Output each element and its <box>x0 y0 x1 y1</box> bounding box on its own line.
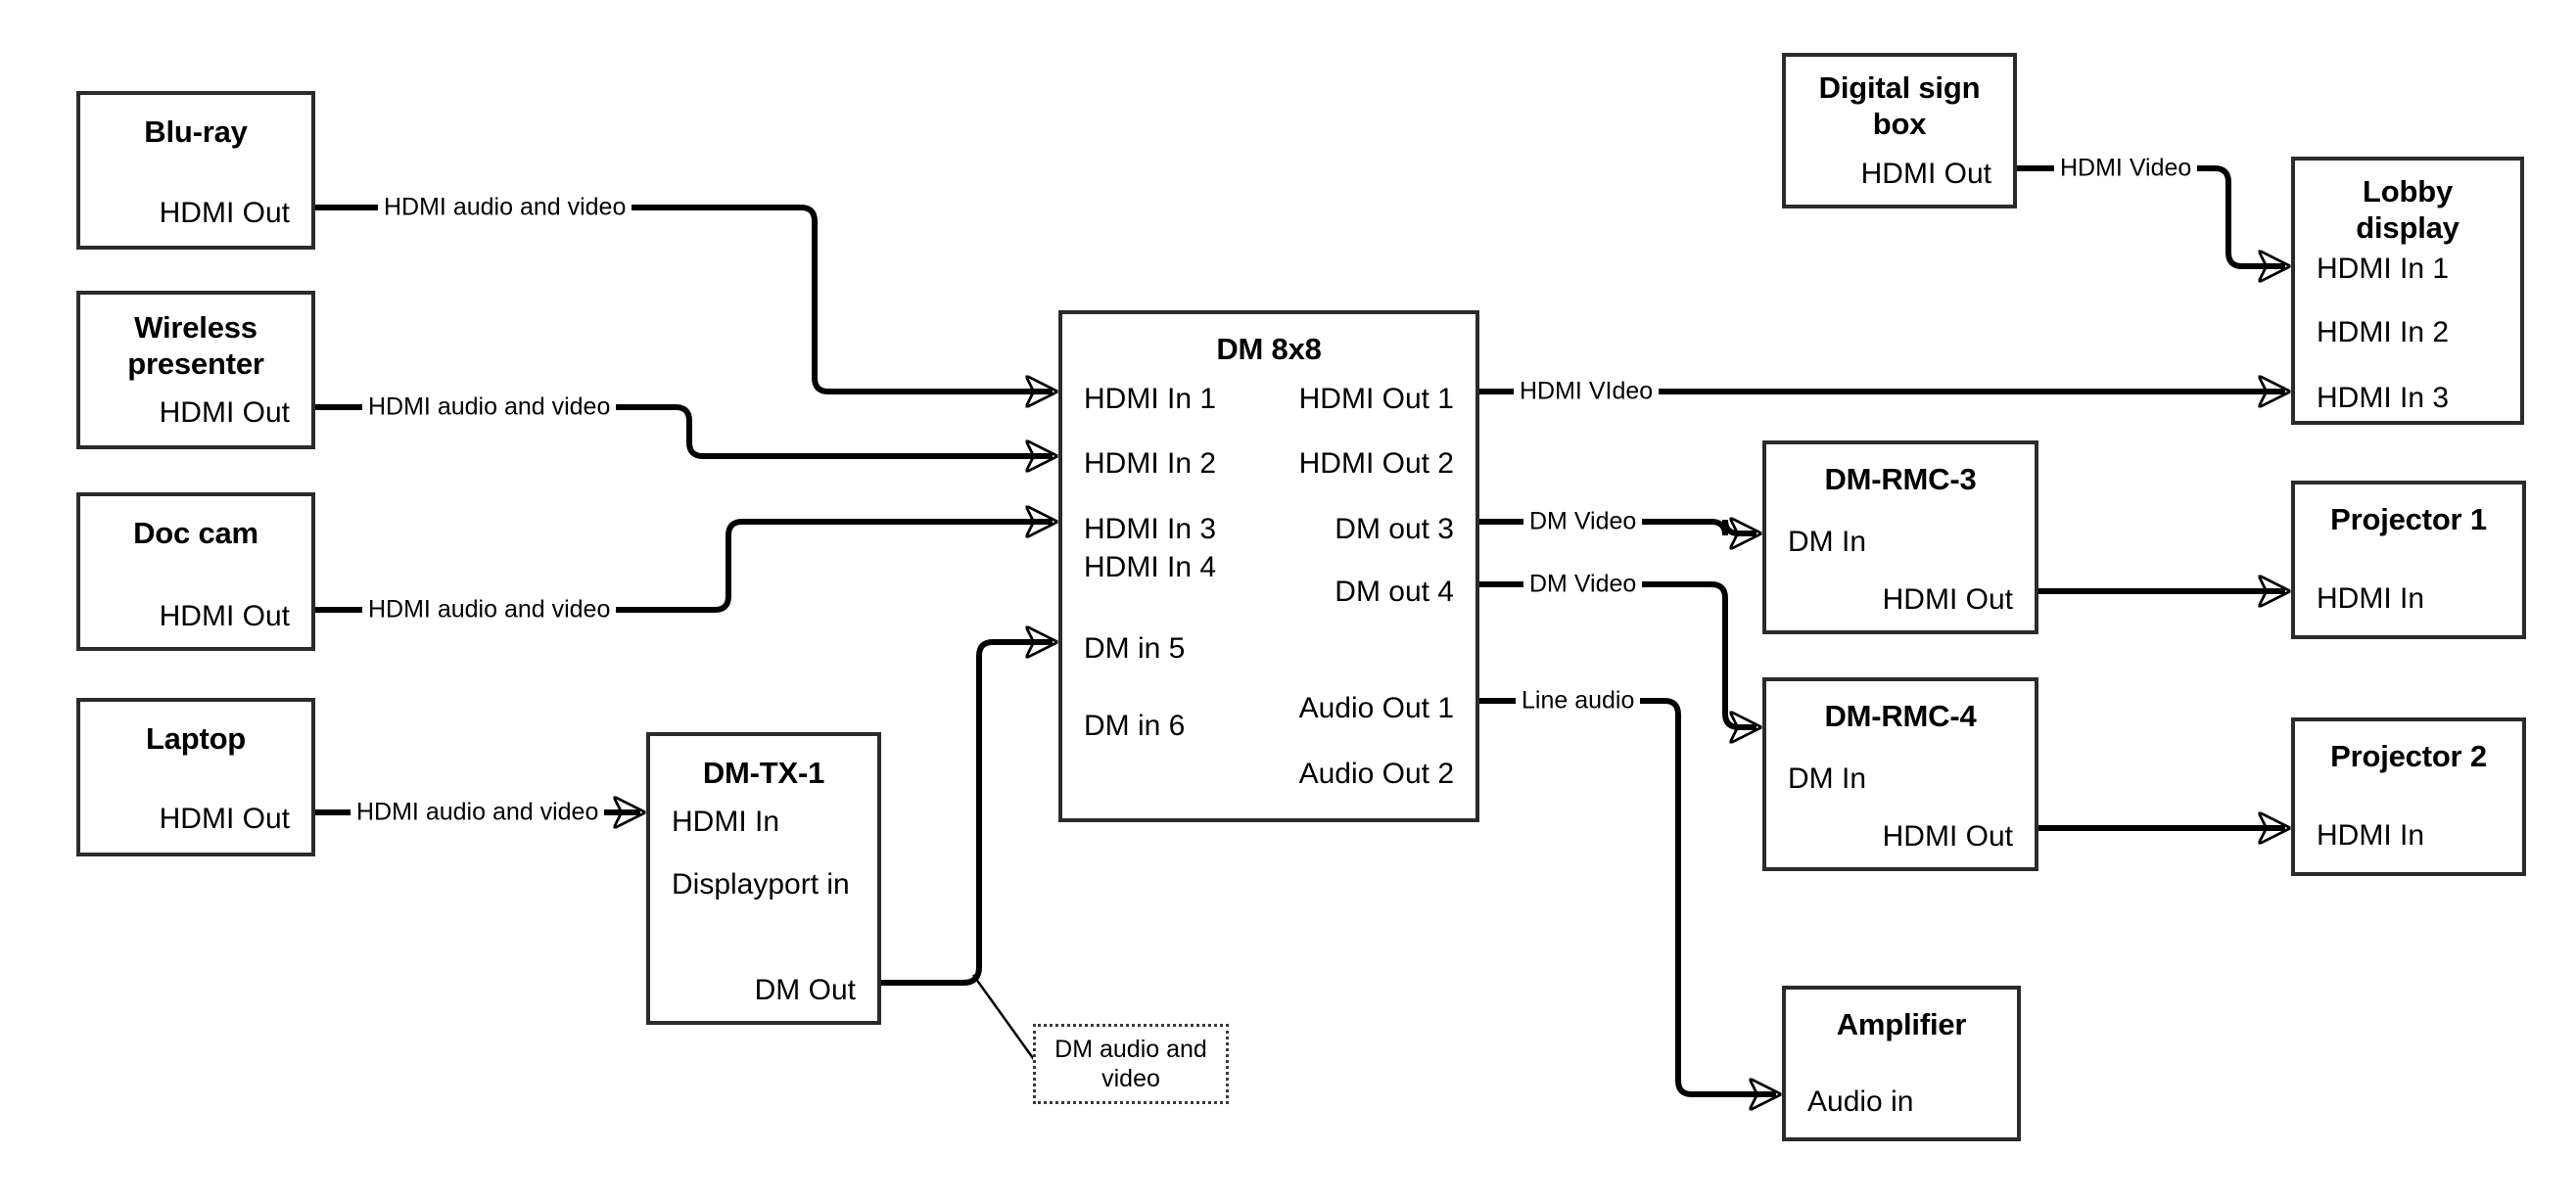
node-dm-8x8-input-dm-in-6: DM in 6 <box>1084 710 1186 742</box>
node-dm-rmc-3[interactable]: DM-RMC-3 DM In HDMI Out <box>1762 440 2038 634</box>
node-dm-8x8-output-audio-out-1: Audio Out 1 <box>1298 692 1454 724</box>
node-lobby-display-input-hdmi-in-2: HDMI In 2 <box>2317 316 2450 348</box>
node-dm-rmc-3-port-hdmi-out: HDMI Out <box>1882 583 2013 616</box>
node-dm-8x8-input-hdmi-in-1: HDMI In 1 <box>1084 383 1217 415</box>
node-dm-rmc-3-port-dm-in: DM In <box>1788 526 1867 558</box>
node-lobby-display[interactable]: Lobby display HDMI In 1 HDMI In 2 HDMI I… <box>2291 157 2524 425</box>
node-projector-1-title: Projector 1 <box>2330 502 2487 536</box>
node-wireless-presenter-port-hdmi-out: HDMI Out <box>159 396 290 429</box>
node-laptop[interactable]: Laptop HDMI Out <box>76 698 315 856</box>
wire-digitalsign-to-lobby <box>2017 165 2285 266</box>
node-bluray-title: Blu-ray <box>144 115 248 149</box>
node-wireless-presenter[interactable]: Wireless presenter HDMI Out <box>76 291 315 449</box>
edge-label-wireless-hdmi: HDMI audio and video <box>362 394 617 420</box>
node-doc-cam-port-hdmi-out: HDMI Out <box>159 600 290 632</box>
wire-dm8x8-to-amplifier <box>1479 698 1776 1094</box>
leader-line-dm-audio-video <box>971 974 1040 1066</box>
node-lobby-display-title: Lobby display <box>2356 174 2459 245</box>
node-projector-1[interactable]: Projector 1 HDMI In <box>2291 481 2526 639</box>
node-dm-tx-1[interactable]: DM-TX-1 HDMI In Displayport in DM Out <box>646 732 881 1025</box>
node-dm-8x8-output-hdmi-out-2: HDMI Out 2 <box>1298 447 1454 480</box>
node-dm-8x8-output-audio-out-2: Audio Out 2 <box>1298 758 1454 790</box>
node-projector-1-port-hdmi-in: HDMI In <box>2317 582 2425 615</box>
node-dm-8x8-title: DM 8x8 <box>1216 332 1322 366</box>
node-lobby-display-input-hdmi-in-1: HDMI In 1 <box>2317 253 2450 285</box>
edge-label-laptop-hdmi: HDMI audio and video <box>351 800 605 825</box>
edge-label-hdmi-video-sign: HDMI Video <box>2054 156 2198 181</box>
node-dm-8x8-input-hdmi-in-3: HDMI In 3 <box>1084 513 1217 545</box>
wire-dmtx1-to-dm8x8 <box>881 642 1053 986</box>
node-dm-rmc-4-port-dm-in: DM In <box>1788 762 1867 795</box>
wire-bluray-to-dm8x8 <box>315 205 1053 392</box>
node-laptop-port-hdmi-out: HDMI Out <box>159 803 290 835</box>
node-doc-cam-title: Doc cam <box>133 516 258 550</box>
edge-label-line-audio: Line audio <box>1516 688 1641 714</box>
edge-label-bluray-hdmi: HDMI audio and video <box>378 195 632 220</box>
node-dm-tx-1-title: DM-TX-1 <box>702 756 825 790</box>
node-dm-8x8-output-dm-out-4: DM out 4 <box>1335 576 1454 608</box>
node-dm-tx-1-port-dm-out: DM Out <box>754 974 856 1006</box>
node-projector-2-port-hdmi-in: HDMI In <box>2317 819 2425 852</box>
note-dm-audio-and-video-text: DM audio and video <box>1054 1035 1207 1093</box>
node-projector-2-title: Projector 2 <box>2330 739 2487 773</box>
edge-label-dm-video-out3: DM Video <box>1523 509 1643 534</box>
node-projector-2[interactable]: Projector 2 HDMI In <box>2291 717 2526 876</box>
note-dm-audio-and-video: DM audio and video <box>1033 1024 1229 1104</box>
node-bluray[interactable]: Blu-ray HDMI Out <box>76 91 315 250</box>
node-amplifier-title: Amplifier <box>1836 1007 1967 1041</box>
node-dm-8x8-input-hdmi-in-2: HDMI In 2 <box>1084 447 1217 480</box>
node-lobby-display-input-hdmi-in-3: HDMI In 3 <box>2317 382 2450 414</box>
edge-label-dm-video-out4: DM Video <box>1523 572 1643 597</box>
node-dm-8x8[interactable]: DM 8x8 HDMI In 1 HDMI In 2 HDMI In 3 HDM… <box>1058 310 1479 822</box>
node-dm-rmc-4-title: DM-RMC-4 <box>1824 699 1977 733</box>
node-digital-sign-box-title: Digital sign box <box>1818 70 1981 141</box>
node-dm-8x8-output-hdmi-out-1: HDMI Out 1 <box>1298 383 1454 415</box>
node-dm-8x8-output-dm-out-3: DM out 3 <box>1335 513 1454 545</box>
node-amplifier-port-audio-in: Audio in <box>1807 1086 1914 1118</box>
node-dm-8x8-input-hdmi-in-4: HDMI In 4 <box>1084 551 1217 583</box>
node-laptop-title: Laptop <box>145 721 247 756</box>
node-doc-cam[interactable]: Doc cam HDMI Out <box>76 492 315 651</box>
edge-label-doccam-hdmi: HDMI audio and video <box>362 597 617 623</box>
node-digital-sign-box-port-hdmi-out: HDMI Out <box>1860 158 1991 190</box>
node-amplifier[interactable]: Amplifier Audio in <box>1782 986 2021 1141</box>
node-digital-sign-box[interactable]: Digital sign box HDMI Out <box>1782 53 2017 208</box>
node-dm-rmc-3-title: DM-RMC-3 <box>1824 462 1977 496</box>
edge-label-hdmi-video-out1: HDMI VIdeo <box>1514 379 1660 404</box>
node-dm-rmc-4[interactable]: DM-RMC-4 DM In HDMI Out <box>1762 677 2038 871</box>
node-dm-rmc-4-port-hdmi-out: HDMI Out <box>1882 820 2013 853</box>
node-dm-tx-1-port-hdmi-in: HDMI In <box>672 806 780 838</box>
node-dm-8x8-input-dm-in-5: DM in 5 <box>1084 632 1186 665</box>
node-dm-tx-1-port-displayport-in: Displayport in <box>672 868 850 901</box>
node-wireless-presenter-title: Wireless presenter <box>127 310 264 381</box>
node-bluray-port-hdmi-out: HDMI Out <box>159 197 290 229</box>
